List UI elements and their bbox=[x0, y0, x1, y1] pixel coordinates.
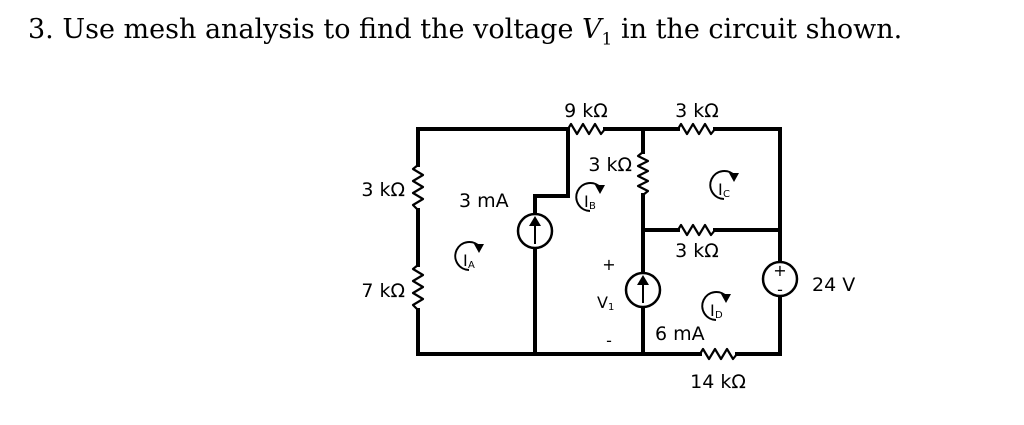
svg-text:D: D bbox=[715, 310, 723, 321]
question-text: 3. Use mesh analysis to find the voltage… bbox=[28, 14, 902, 49]
question-body-end: in the circuit shown. bbox=[620, 14, 903, 45]
label-24v: 24 V bbox=[812, 274, 855, 296]
v1-plus-sign: + bbox=[602, 255, 615, 274]
mesh-label-id: I D bbox=[710, 301, 723, 321]
svg-text:A: A bbox=[468, 260, 475, 271]
label-left-7k: 7 kΩ bbox=[361, 280, 405, 302]
voltage-minus-sign: - bbox=[777, 280, 783, 299]
svg-text:C: C bbox=[723, 189, 730, 200]
label-top-right-3k: 3 kΩ bbox=[675, 100, 719, 122]
voltage-source-24v: + - bbox=[761, 260, 799, 299]
mesh-label-ic: I C bbox=[718, 180, 730, 200]
resistor-left-3k bbox=[411, 164, 425, 211]
mesh-label-ia: I A bbox=[463, 251, 475, 271]
label-3ma: 3 mA bbox=[459, 190, 509, 212]
v1-label: V 1 bbox=[597, 293, 614, 313]
label-right-middle-3k: 3 kΩ bbox=[675, 240, 719, 262]
mesh-label-ib: I B bbox=[584, 192, 596, 212]
svg-text:1: 1 bbox=[608, 302, 614, 313]
label-14k: 14 kΩ bbox=[690, 371, 746, 393]
resistor-9k bbox=[567, 122, 606, 136]
resistor-right-middle-3k bbox=[677, 223, 716, 237]
label-middle-3k: 3 kΩ bbox=[588, 154, 632, 176]
question-body-start: Use mesh analysis to find the voltage bbox=[62, 14, 574, 45]
svg-text:V: V bbox=[597, 293, 608, 312]
v1-minus-sign: - bbox=[606, 331, 612, 350]
svg-text:I: I bbox=[718, 180, 723, 199]
svg-text:B: B bbox=[589, 201, 596, 212]
resistor-left-7k bbox=[411, 264, 425, 311]
current-source-3ma bbox=[516, 212, 554, 250]
label-left-3k: 3 kΩ bbox=[361, 179, 405, 201]
svg-text:I: I bbox=[710, 301, 715, 320]
label-6ma: 6 mA bbox=[655, 323, 705, 345]
voltage-variable: V1 bbox=[582, 14, 613, 50]
question-number: 3. bbox=[28, 14, 54, 45]
current-source-6ma bbox=[624, 271, 662, 309]
label-9k: 9 kΩ bbox=[564, 100, 608, 122]
resistor-middle-3k bbox=[636, 151, 650, 196]
mesh-current-arrows bbox=[454, 170, 739, 321]
svg-text:I: I bbox=[463, 251, 468, 270]
resistor-14k bbox=[699, 347, 738, 361]
resistor-top-right-3k bbox=[677, 122, 716, 136]
circuit-wires bbox=[416, 127, 782, 356]
svg-text:I: I bbox=[584, 192, 589, 211]
voltage-plus-sign: + bbox=[773, 261, 786, 280]
